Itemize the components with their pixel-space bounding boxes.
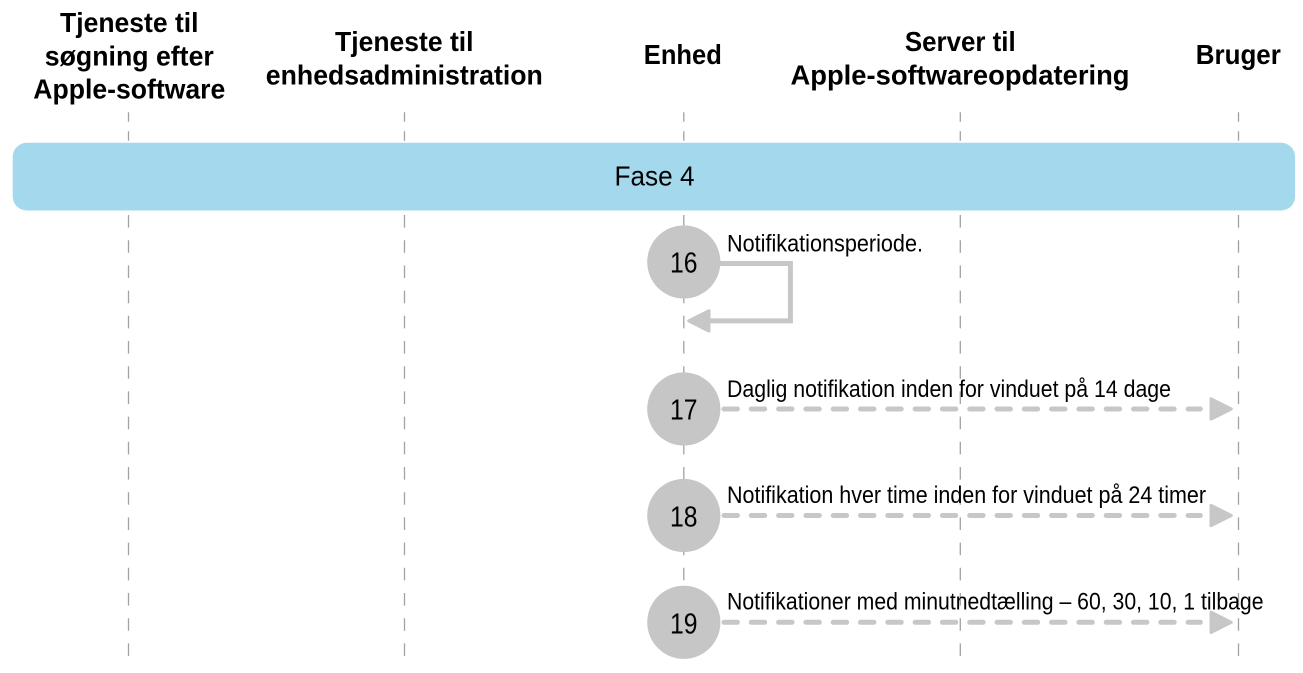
svg-text:enhedsadministration: enhedsadministration [266, 59, 543, 90]
svg-text:Tjeneste til: Tjeneste til [335, 26, 474, 57]
svg-text:19: 19 [670, 609, 698, 641]
svg-text:Server til: Server til [905, 26, 1016, 57]
svg-text:17: 17 [670, 395, 698, 427]
svg-text:Bruger: Bruger [1196, 39, 1281, 70]
svg-text:Apple-softwareopdatering: Apple-softwareopdatering [791, 60, 1130, 91]
svg-text:Notifikation hver time inden f: Notifikation hver time inden for vinduet… [727, 482, 1206, 509]
svg-text:Enhed: Enhed [644, 39, 722, 70]
svg-text:Tjeneste til: Tjeneste til [60, 7, 199, 38]
svg-text:søgning efter: søgning efter [45, 40, 214, 71]
svg-text:Apple-software: Apple-software [33, 74, 225, 105]
svg-text:Notifikationsperiode.: Notifikationsperiode. [727, 231, 923, 258]
svg-text:16: 16 [670, 248, 698, 280]
svg-text:18: 18 [670, 502, 698, 534]
svg-text:Fase 4: Fase 4 [615, 161, 695, 192]
svg-text:Notifikationer med minutnedtæl: Notifikationer med minutnedtælling – 60,… [727, 588, 1264, 615]
svg-text:Daglig notifikation inden for: Daglig notifikation inden for vinduet på… [727, 376, 1171, 403]
